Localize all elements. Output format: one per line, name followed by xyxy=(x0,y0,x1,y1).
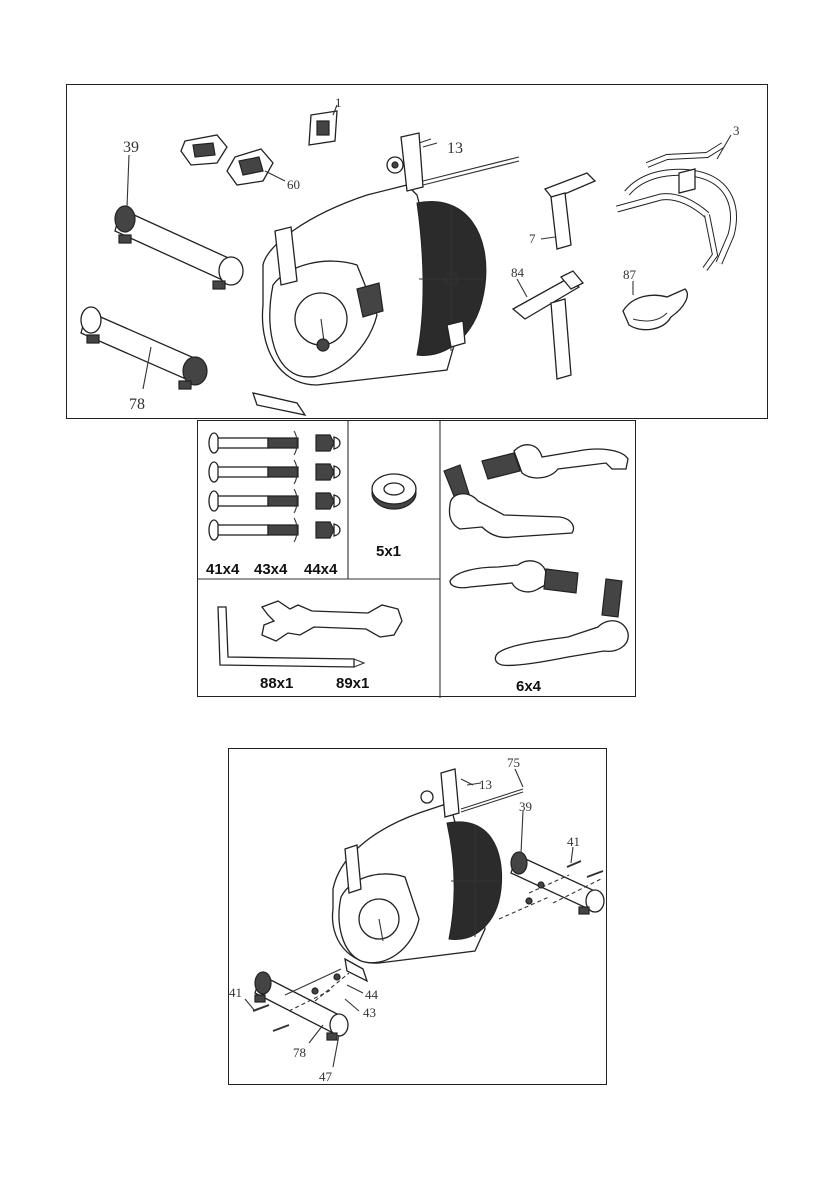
bolt-set-illustration xyxy=(209,431,340,542)
step-front-stabilizer xyxy=(511,811,604,914)
leader-41-right xyxy=(571,847,573,863)
leader-43 xyxy=(345,999,359,1011)
knob-illustration-2 xyxy=(444,465,574,537)
leader-75 xyxy=(515,769,523,787)
callout-60: 60 xyxy=(287,177,300,192)
allen-key-qty-label: 88x1 xyxy=(260,675,293,692)
flat-washer-illustration xyxy=(372,474,416,509)
callout-1: 1 xyxy=(335,95,342,110)
assembly-step-panel: 75 13 39 41 41 44 43 78 47 xyxy=(228,748,607,1085)
step-main-frame xyxy=(332,769,523,981)
callout-3: 3 xyxy=(733,123,740,138)
parts-overview-panel: 1 13 3 39 60 7 84 87 78 xyxy=(66,84,768,419)
spanner-illustration xyxy=(262,601,402,641)
saddle-part xyxy=(623,281,687,330)
hardware-pack-illustration: 41x4 43x4 44x4 5x1 88x1 89x1 xyxy=(198,421,637,698)
assembly-step-illustration: 75 13 39 41 41 44 43 78 47 xyxy=(229,749,608,1086)
step-callout-43: 43 xyxy=(363,1005,376,1020)
step-callout-47: 47 xyxy=(319,1069,333,1084)
handlebar-part xyxy=(617,135,734,269)
step-callout-13: 13 xyxy=(479,777,492,792)
step-callout-78: 78 xyxy=(293,1045,306,1060)
console-part xyxy=(309,105,337,145)
leader-44 xyxy=(347,985,363,993)
knob-illustration-1 xyxy=(482,445,628,479)
callout-84: 84 xyxy=(511,265,525,280)
bolt-qty-label: 41x4 xyxy=(206,561,240,578)
callout-87: 87 xyxy=(623,267,637,282)
leader-78 xyxy=(309,1025,323,1043)
front-stabilizer-part xyxy=(115,155,243,289)
callout-7: 7 xyxy=(529,231,536,246)
callout-78: 78 xyxy=(129,396,145,413)
washer-qty-label: 43x4 xyxy=(254,561,288,578)
step-callout-41-right: 41 xyxy=(567,834,580,849)
parts-overview-illustration: 1 13 3 39 60 7 84 87 78 xyxy=(67,85,769,420)
hardware-pack-panel: 41x4 43x4 44x4 5x1 88x1 89x1 xyxy=(197,420,636,697)
leader-41-left xyxy=(245,999,255,1011)
seat-post-part xyxy=(513,271,583,379)
rear-stabilizer-part xyxy=(81,307,207,389)
step-callout-41-left: 41 xyxy=(229,985,242,1000)
nut-qty-label: 44x4 xyxy=(304,561,338,578)
main-frame-part xyxy=(253,133,519,415)
knob-illustration-3 xyxy=(450,561,578,593)
seat-slider-part xyxy=(541,173,595,249)
step-callout-75: 75 xyxy=(507,755,520,770)
knob-illustration-4 xyxy=(495,579,628,665)
callout-13: 13 xyxy=(447,140,463,157)
flat-washer-qty-label: 5x1 xyxy=(376,543,401,560)
step-callout-39: 39 xyxy=(519,799,532,814)
knob-qty-label: 6x4 xyxy=(516,678,542,695)
callout-39: 39 xyxy=(123,139,139,156)
step-callout-44: 44 xyxy=(365,987,379,1002)
spanner-qty-label: 89x1 xyxy=(336,675,369,692)
pedal-parts xyxy=(181,135,285,185)
